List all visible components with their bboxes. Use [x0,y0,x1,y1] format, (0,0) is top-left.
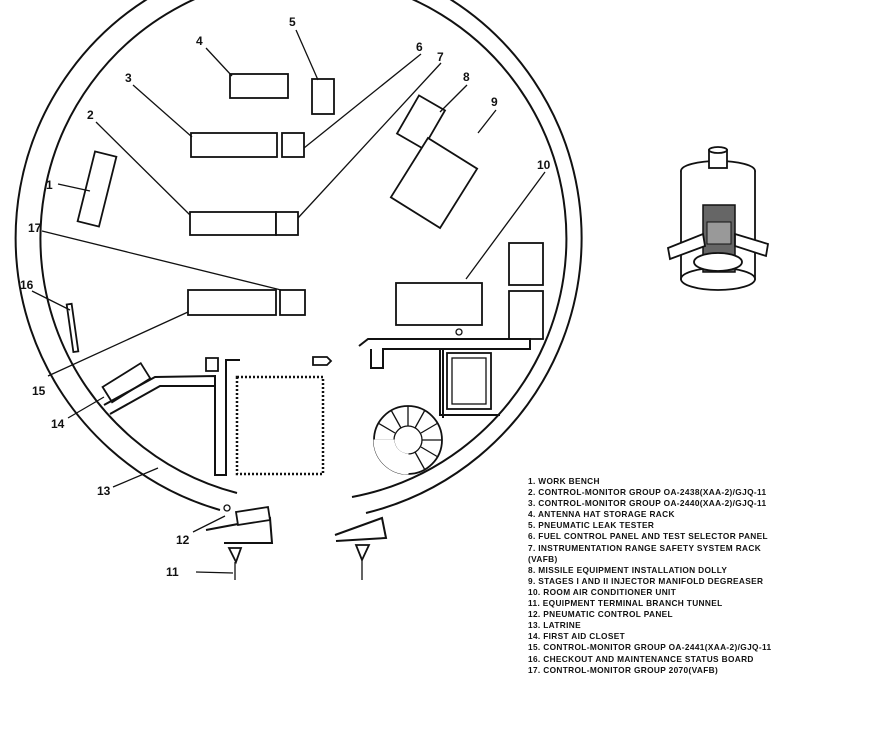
legend-item-16: 16. CHECKOUT AND MAINTENANCE STATUS BOAR… [528,653,754,664]
leader-lines [31,29,546,574]
callout-1: 1 [46,178,53,192]
callout-11: 11 [166,565,179,579]
cabinet-right-room [446,352,492,410]
callout-15: 15 [32,384,46,398]
pneumatic-control-panel [234,505,272,527]
legend: 1. WORK BENCH 2. CONTROL-MONITOR GROUP O… [528,476,873,676]
fuel-control-panel [281,132,305,158]
legend-item-8: 8. MISSILE EQUIPMENT INSTALLATION DOLLY [528,564,728,575]
cabinet-lower [508,290,544,340]
legend-item-6: 6. FUEL CONTROL PANEL AND TEST SELECTOR … [528,531,768,542]
equipment [65,73,544,527]
control-monitor-group-oa-2440 [190,132,278,158]
legend-item-9: 9. STAGES I AND II INJECTOR MANIFOLD DEG… [528,575,764,586]
callout-12: 12 [176,533,190,547]
legend-item-7-continuation: (VAFB) [528,553,558,564]
control-monitor-group-oa-2438-panel [275,211,299,236]
callout-14: 14 [51,417,65,431]
callout-17: 17 [28,221,42,235]
callout-8: 8 [463,70,470,84]
degreaser-drawing [666,146,770,291]
legend-item-3: 3. CONTROL-MONITOR GROUP OA-2440(XAA-2)/… [528,498,767,509]
room-air-conditioner-unit [395,282,483,326]
callout-13: 13 [97,484,111,498]
legend-item-10: 10. ROOM AIR CONDITIONER UNIT [528,586,677,597]
interior-walls [103,338,531,476]
callout-3: 3 [125,71,132,85]
legend-item-7: 7. INSTRUMENTATION RANGE SAFETY SYSTEM R… [528,542,762,553]
missile-equipment-installation-dolly [395,94,447,150]
spiral-stair [373,405,443,475]
control-monitor-group-2070 [279,289,306,316]
latrine-stall [235,375,325,476]
callout-labels: 1 2 3 4 5 6 7 8 9 10 11 12 13 14 15 16 1… [20,15,551,579]
callout-4: 4 [196,34,203,48]
pneumatic-leak-tester [311,78,335,115]
callout-7: 7 [437,50,444,64]
legend-item-2: 2. CONTROL-MONITOR GROUP OA-2438(XAA-2)/… [528,487,767,498]
legend-item-12: 12. PNEUMATIC CONTROL PANEL [528,609,673,620]
work-bench [76,150,118,228]
callout-10: 10 [537,158,551,172]
status-board [65,302,80,354]
legend-item-13: 13. LATRINE [528,620,582,631]
antenna-hat-storage-rack [229,73,289,99]
legend-item-14: 14. FIRST AID CLOSET [528,631,626,642]
legend-item-1: 1. WORK BENCH [528,476,600,486]
legend-item-17: 17. CONTROL-MONITOR GROUP 2070(VAFB) [528,664,719,675]
cabinet-upper [508,242,544,286]
callout-6: 6 [416,40,423,54]
control-monitor-group-oa-2438 [189,211,277,236]
legend-item-11: 11. EQUIPMENT TERMINAL BRANCH TUNNEL [528,598,723,609]
tunnel-supports [227,544,371,580]
injector-manifold-degreaser [389,136,479,230]
callout-9: 9 [491,95,498,109]
callout-5: 5 [289,15,296,29]
control-monitor-group-oa-2441 [187,289,277,316]
legend-item-4: 4. ANTENNA HAT STORAGE RACK [528,509,675,520]
callout-2: 2 [87,108,94,122]
legend-item-5: 5. PNEUMATIC LEAK TESTER [528,520,655,531]
callout-16: 16 [20,278,34,292]
legend-item-15: 15. CONTROL-MONITOR GROUP OA-2441(XAA-2)… [528,642,772,653]
